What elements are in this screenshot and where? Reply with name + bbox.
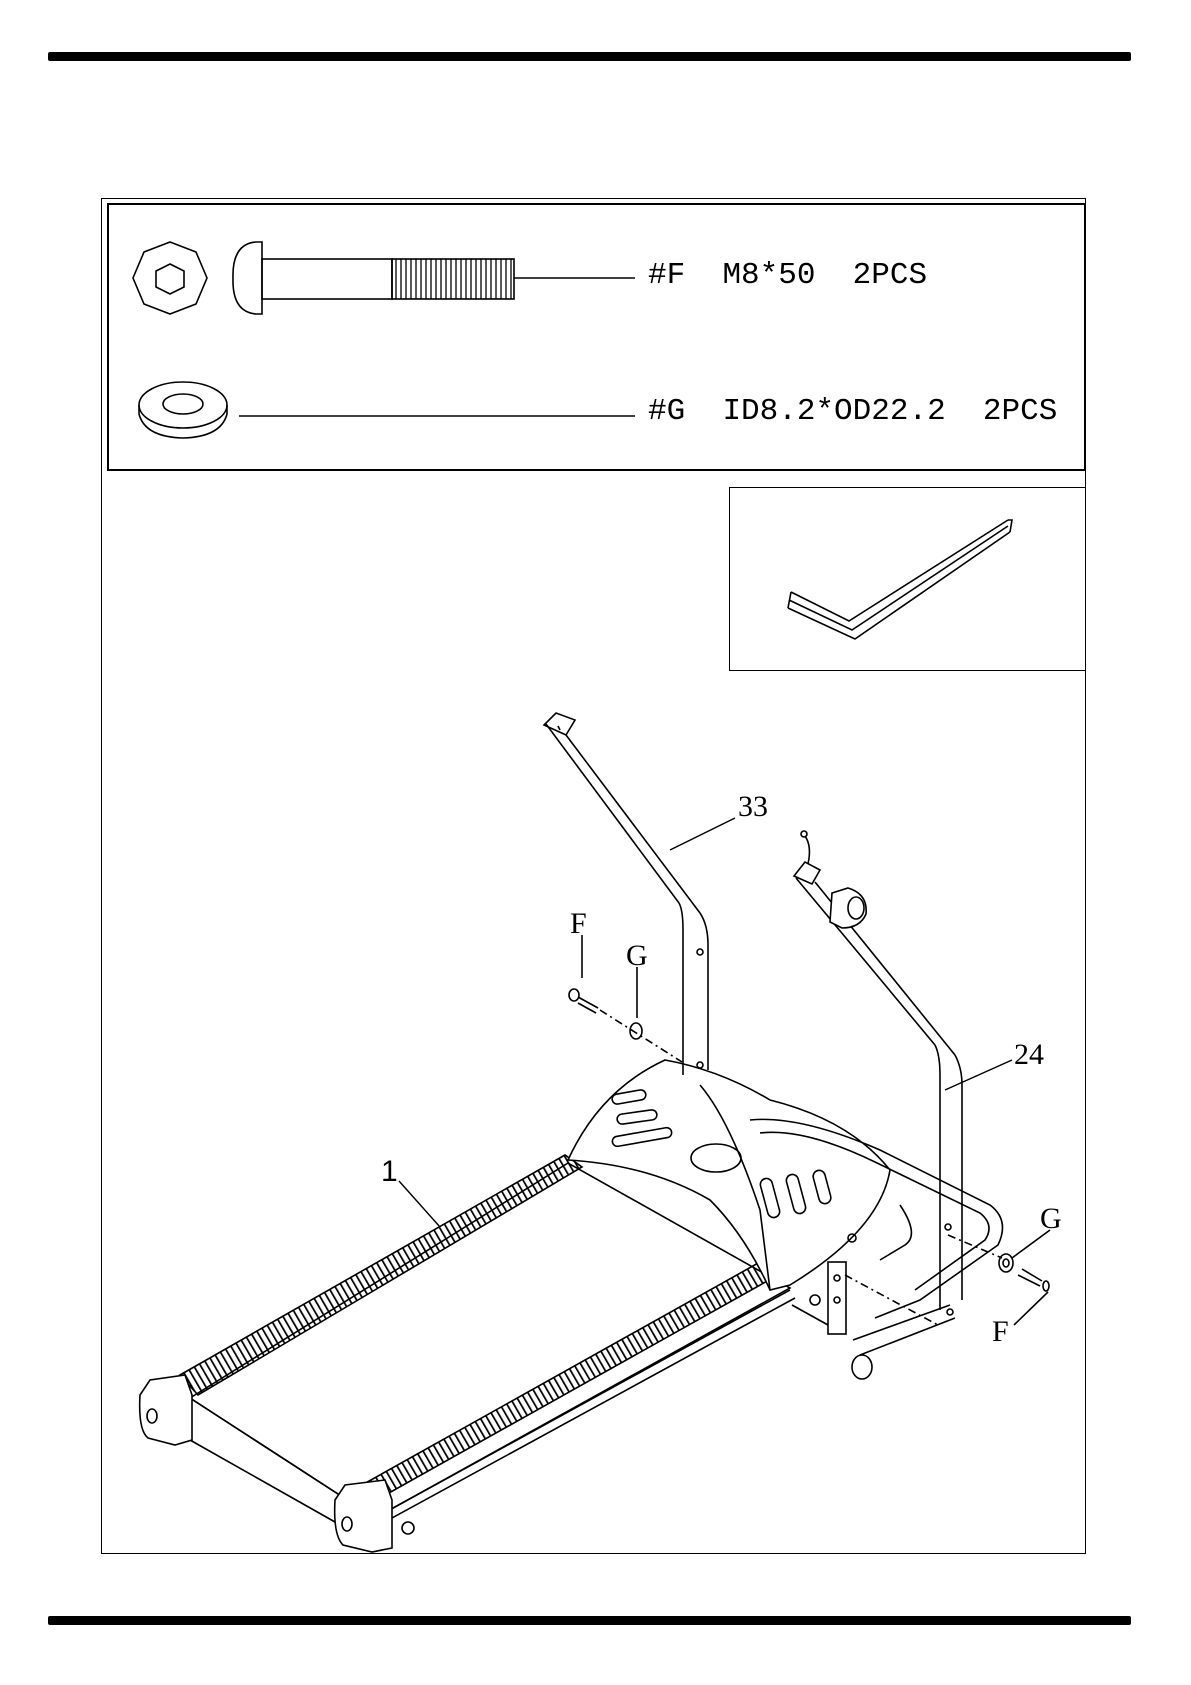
callout-bolt-left: F bbox=[570, 907, 587, 941]
hardware-f-code: #F bbox=[648, 258, 685, 293]
callout-washer-right: G bbox=[1040, 1202, 1062, 1236]
callout-washer-left: G bbox=[626, 939, 648, 973]
hex-bolt-head-icon bbox=[133, 242, 207, 314]
hardware-g-qty: 2PCS bbox=[983, 394, 1057, 429]
callout-bolt-right: F bbox=[992, 1315, 1009, 1349]
hardware-g-size: ID8.2*OD22.2 bbox=[722, 394, 945, 429]
bottom-rule bbox=[48, 1616, 1131, 1625]
bolt-icon bbox=[233, 242, 635, 314]
washer-icon bbox=[139, 382, 635, 438]
hardware-g-label: #G ID8.2*OD22.2 2PCS bbox=[648, 394, 1057, 429]
hardware-f-size: M8*50 bbox=[722, 258, 815, 293]
callout-upright-24: 24 bbox=[1014, 1038, 1044, 1072]
hardware-g-code: #G bbox=[648, 394, 685, 429]
hardware-f-label: #F M8*50 2PCS bbox=[648, 258, 927, 293]
treadmill-base bbox=[140, 1060, 1003, 1552]
hardware-f-qty: 2PCS bbox=[853, 258, 927, 293]
callout-upright-33: 33 bbox=[738, 790, 768, 824]
callout-treadmill-base: 1 bbox=[381, 1155, 398, 1189]
allen-key-icon bbox=[788, 520, 1012, 639]
upright-33 bbox=[544, 713, 708, 1075]
